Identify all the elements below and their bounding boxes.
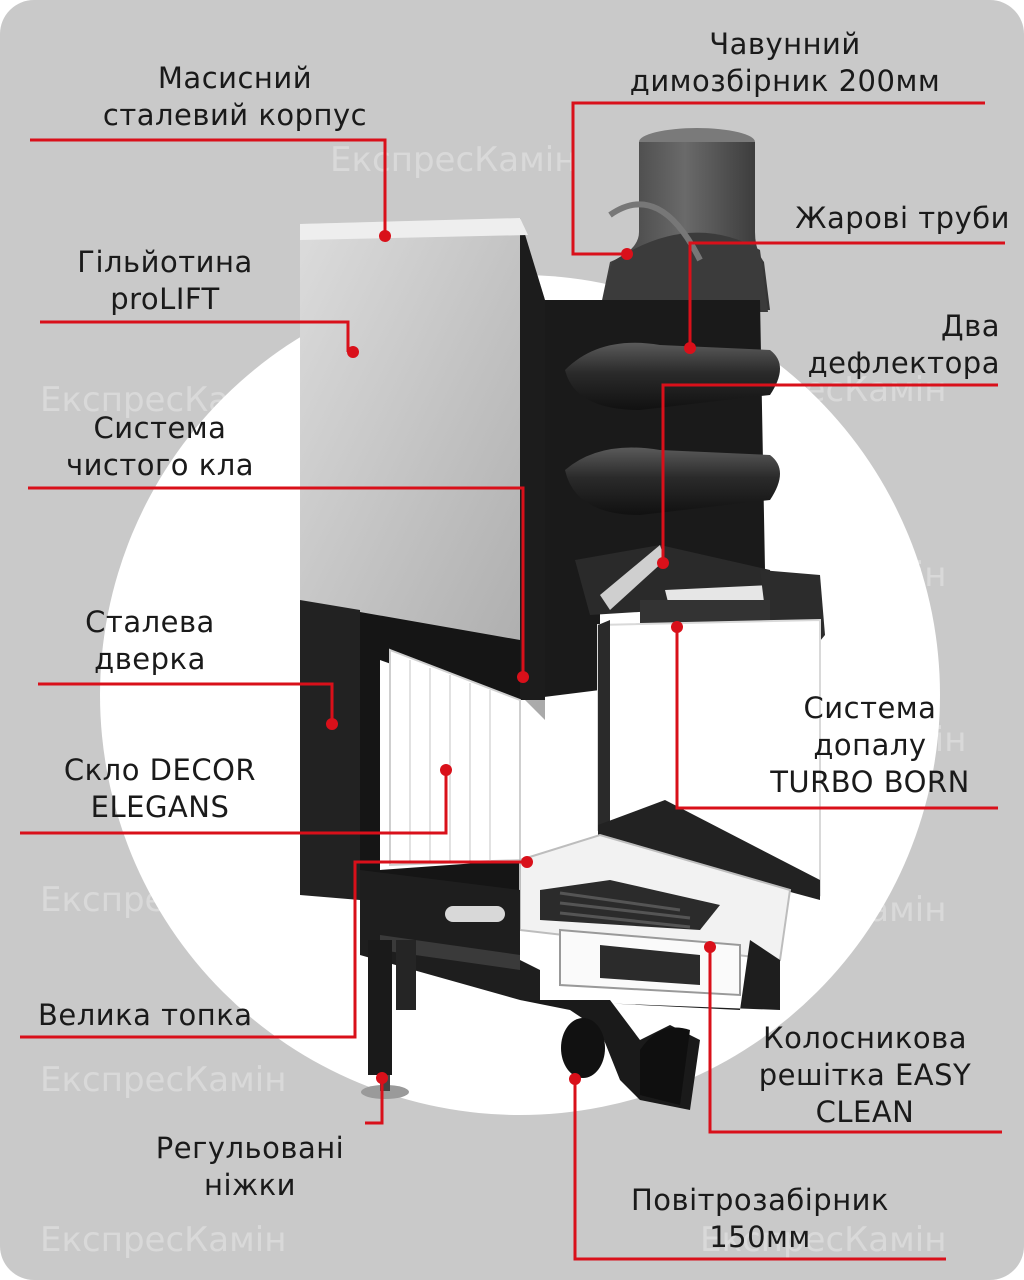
watermark-text: ЕкспресКамін [330,140,577,180]
label-smoke-collector: Чавунний димозбірник 200мм [629,27,941,98]
base-box [360,870,780,1010]
leader-steel-body [30,138,387,236]
label-guillotine: Гільйотина proLIFT [77,245,253,316]
leader-grate [708,947,1002,1134]
leader-dots [326,230,716,1085]
guillotine-panel [300,218,545,720]
label-legs: Регульовані ніжки [155,1131,345,1202]
label-firebox: Велика топка [38,998,253,1032]
leader-air-intake [573,1079,946,1261]
leader-heat-pipes [688,241,1005,348]
leader-firebox [20,860,523,1039]
door-handle [445,906,505,922]
adjustable-legs [361,940,416,1099]
heat-pipe [565,447,780,515]
label-steel-door: Сталева дверка [85,605,215,676]
leader-deflectors [661,383,998,563]
leader-afterburn [675,627,998,810]
leader-legs [365,1078,384,1125]
smoke-collector-pipe [600,128,770,312]
leader-guillotine [40,320,350,352]
label-steel-body: Масисний сталевий корпус [102,61,368,132]
leader-glass [20,770,448,835]
heat-pipe [565,342,780,410]
fireplace [300,128,825,1110]
label-air-intake: Повітрозабірник 150мм [630,1183,890,1254]
watermark-text: ЕкспресКамін [40,1220,287,1260]
label-glass: Скло DECOR ELEGANS [63,753,257,824]
label-grate: Колосникова решітка EASY CLEAN [758,1021,972,1129]
steel-door-frame [300,600,360,900]
label-deflectors: Два дефлектора [807,309,1000,380]
label-afterburn: Система допалу TURBO BORN [770,691,970,799]
watermark-text: ЕкспресКамін [40,1060,287,1100]
label-clean-glass: Система чистого кла [65,411,255,482]
leader-clean-glass [28,486,525,677]
leader-steel-door [38,682,334,724]
label-heat-pipes: Жарові труби [795,201,1010,235]
leader-smoke-collector [571,101,985,256]
deflector-ceramic [600,545,665,610]
watermark-text: ЕкспресКамін [700,1220,947,1260]
leader-lines [20,101,1005,1261]
grate-bars [559,891,691,929]
